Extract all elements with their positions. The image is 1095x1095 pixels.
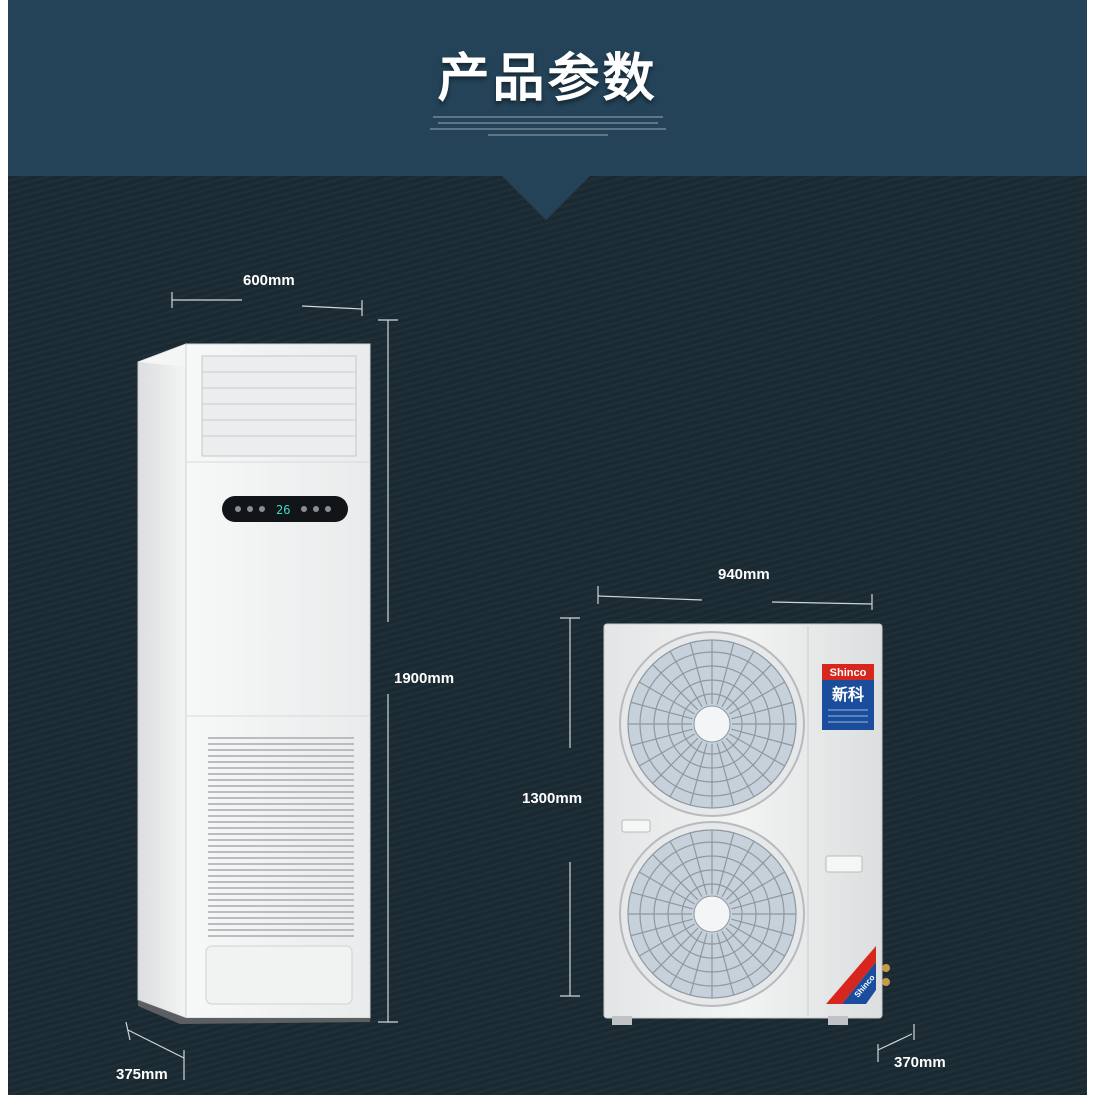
brand-chinese-label: 新科 (832, 685, 864, 704)
shinco-brand-badge: Shinco 新科 (822, 664, 874, 730)
header-banner: 产品参数 (8, 0, 1087, 176)
outdoor-width-label: 940mm (718, 566, 770, 583)
indoor-depth-label: 375mm (116, 1066, 168, 1083)
outdoor-unit: Shinco 新科 Shinco (603, 623, 890, 1025)
lower-fan-grille (619, 821, 805, 1007)
product-illustration: 26 (125, 292, 915, 1080)
upper-fan-grille (619, 631, 805, 817)
outdoor-dimension-lines (560, 586, 915, 1062)
header-pointer (500, 174, 592, 220)
svg-text:26: 26 (276, 503, 290, 517)
indoor-height-label: 1900mm (394, 670, 455, 687)
outdoor-depth-label: 370mm (894, 1054, 946, 1071)
indoor-unit: 26 (137, 343, 371, 1024)
lower-air-intake (208, 737, 354, 937)
control-display-panel: 26 (222, 496, 348, 522)
decorative-fine-print (428, 112, 668, 138)
outdoor-height-label: 1300mm (522, 790, 583, 807)
page-background: 产品参数 (8, 0, 1087, 1095)
indoor-dimension-lines (125, 292, 398, 1080)
top-air-outlet (201, 355, 357, 457)
page-title: 产品参数 (437, 50, 658, 108)
brand-english-label: Shinco (830, 667, 867, 679)
indoor-width-label: 600mm (243, 272, 295, 289)
